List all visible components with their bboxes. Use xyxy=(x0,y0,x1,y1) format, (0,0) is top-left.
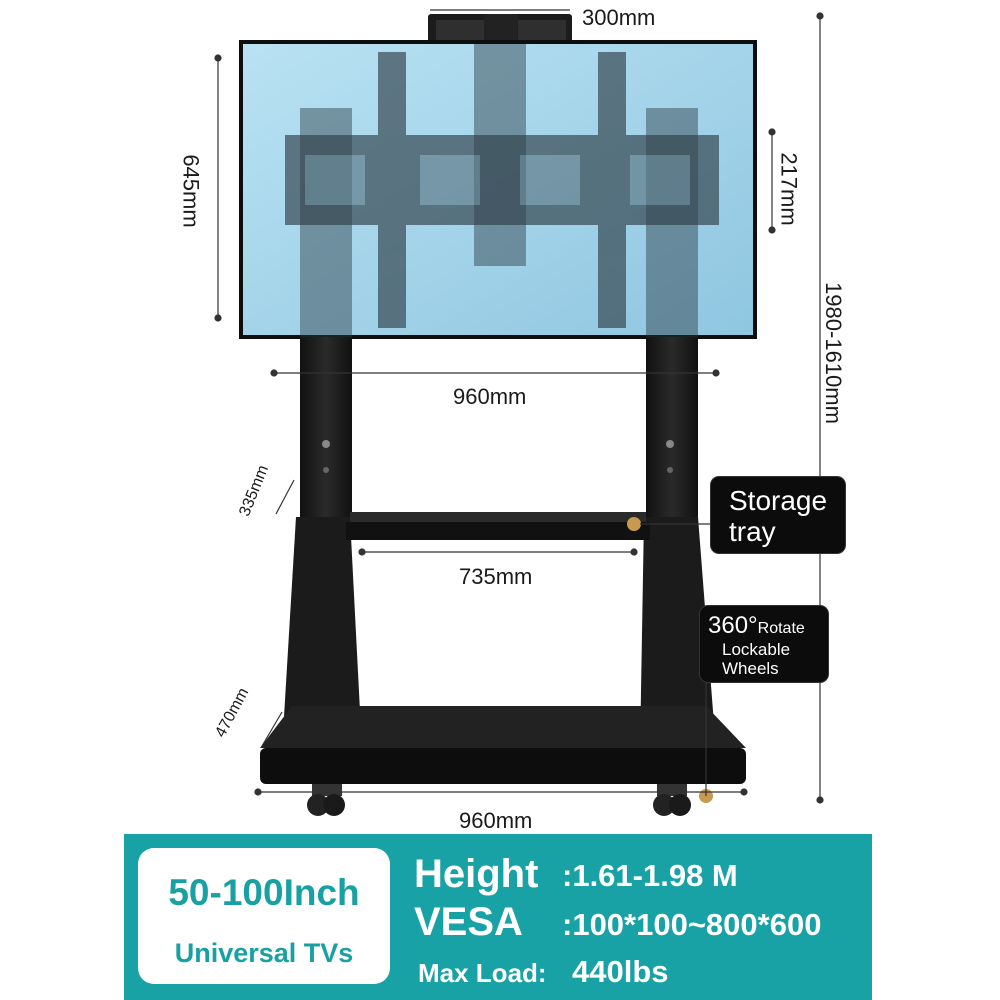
spec-banner: 50-100Inch Universal TVs Height :1.61-1.… xyxy=(124,834,872,1000)
wheels-callout-line3: Wheels xyxy=(722,659,779,678)
dim-mount-width: 960mm xyxy=(453,384,527,409)
dim-tray-width: 735mm xyxy=(459,564,533,589)
stand-base xyxy=(260,706,746,784)
wheels-callout-rotate: Rotate xyxy=(757,620,805,637)
storage-tray-callout-line1: Storage xyxy=(729,485,828,516)
camera-mount xyxy=(428,14,572,44)
dim-screen-height: 645mm xyxy=(178,154,204,228)
spec-load-value: 440lbs xyxy=(572,954,669,989)
size-range: 50-100Inch xyxy=(168,872,360,913)
wheels-callout-line2: Lockable xyxy=(722,640,791,659)
storage-tray-callout-line2: tray xyxy=(729,516,776,547)
size-box: 50-100Inch Universal TVs xyxy=(138,848,390,984)
spec-vesa-label: VESA xyxy=(414,900,523,944)
size-subtitle: Universal TVs xyxy=(174,938,354,968)
spec-height-value: :1.61-1.98 M xyxy=(562,858,738,893)
dim-base-width: 960mm xyxy=(459,808,533,833)
storage-tray xyxy=(346,512,650,540)
dim-bracket-height: 217mm xyxy=(776,152,802,226)
dim-head-width: 300mm xyxy=(582,5,656,30)
spec-height-label: Height xyxy=(414,852,539,896)
tray-marker-dot xyxy=(627,517,641,531)
wheels-callout-degrees: 360° xyxy=(708,612,758,639)
stand-posts xyxy=(300,337,698,517)
wheels xyxy=(307,784,713,816)
storage-tray-callout: Storage tray xyxy=(711,477,845,553)
dim-total-height: 1980-1610mm xyxy=(820,282,846,424)
spec-load-label: Max Load: xyxy=(418,958,547,988)
wheels-callout: 360°Rotate Lockable Wheels xyxy=(700,606,828,682)
spec-vesa-value: :100*100~800*600 xyxy=(562,907,822,942)
stand-legs xyxy=(282,517,716,750)
vesa-bracket xyxy=(285,52,719,328)
